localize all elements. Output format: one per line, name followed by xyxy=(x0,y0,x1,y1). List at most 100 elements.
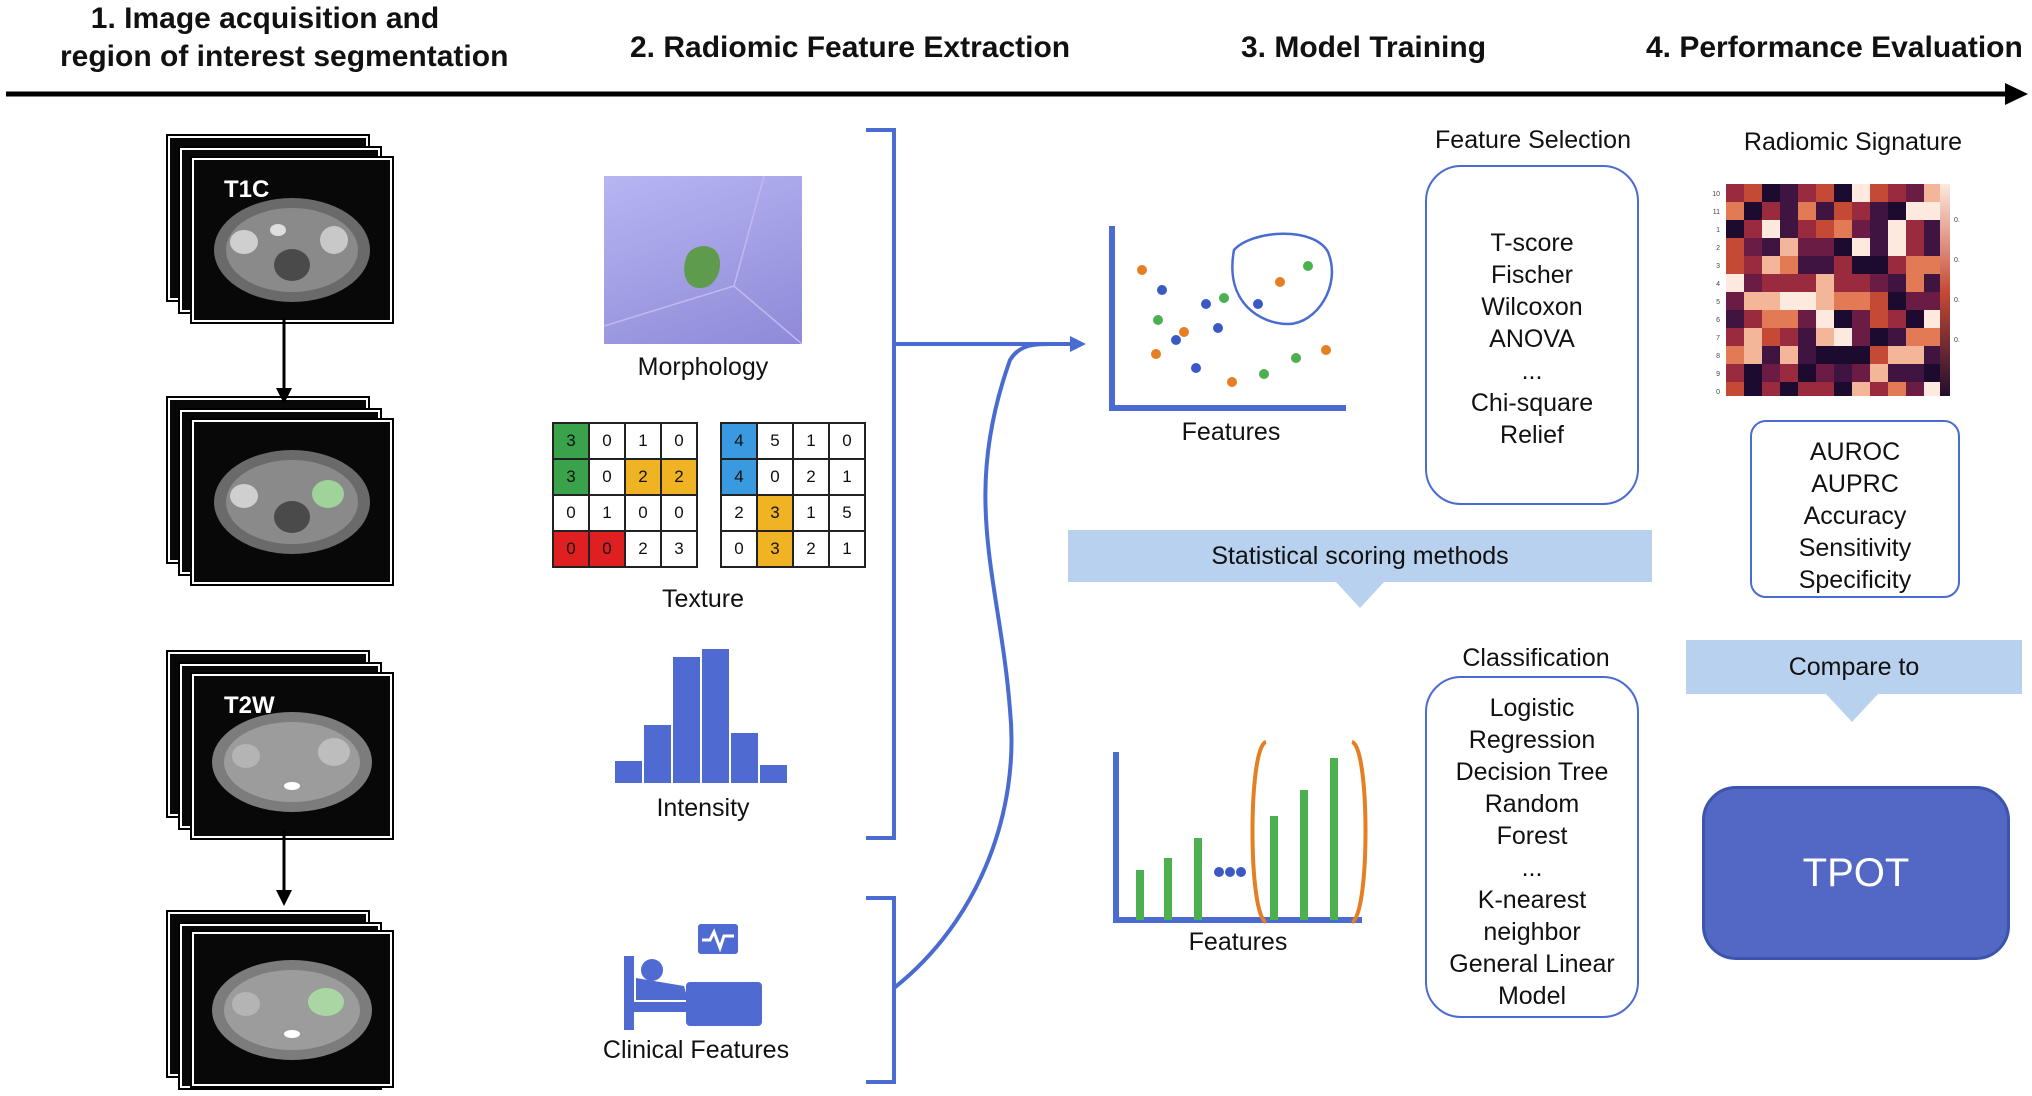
heatmap-cell xyxy=(1798,328,1816,346)
heatmap-y-tick: 8 xyxy=(1716,353,1720,360)
heatmap-cell xyxy=(1780,310,1798,328)
tpot-box: TPOT xyxy=(1702,786,2010,960)
heatmap-cell xyxy=(1726,220,1744,238)
heatmap-cell xyxy=(1924,256,1942,274)
heatmap-cell xyxy=(1852,310,1870,328)
heatmap-cell xyxy=(1780,364,1798,382)
metric-item: AUROC xyxy=(1809,438,1901,466)
selection-method: T-score xyxy=(1490,229,1574,257)
heatmap-cell xyxy=(1798,292,1816,310)
heatmap-cell xyxy=(1744,184,1762,202)
texture-cell: 1 xyxy=(624,422,662,460)
classification-method: Random xyxy=(1484,790,1580,818)
texture-cell: 3 xyxy=(756,530,794,568)
heatmap-cell xyxy=(1762,364,1780,382)
heatmap-cell xyxy=(1816,220,1834,238)
heatmap-cell xyxy=(1780,328,1798,346)
heatmap-cell xyxy=(1888,310,1906,328)
heatmap-cell xyxy=(1888,364,1906,382)
heatmap-cell xyxy=(1762,256,1780,274)
heatmap-cell xyxy=(1780,256,1798,274)
heatmap-cell xyxy=(1726,202,1744,220)
heatmap-cell xyxy=(1924,238,1942,256)
heatmap-cell xyxy=(1888,346,1906,364)
t1c-mri-image xyxy=(214,198,370,302)
heatmap-cell xyxy=(1762,202,1780,220)
classification-method: neighbor xyxy=(1483,918,1581,946)
heatmap-cell xyxy=(1744,238,1762,256)
heatmap-cell xyxy=(1816,364,1834,382)
metric-item: Specificity xyxy=(1798,566,1912,594)
heatmap-cell xyxy=(1852,328,1870,346)
heatmap-cell xyxy=(1906,292,1924,310)
texture-cell: 2 xyxy=(792,458,830,496)
heatmap-cell xyxy=(1762,310,1780,328)
texture-cell: 0 xyxy=(660,422,698,460)
heatmap-cell xyxy=(1726,274,1744,292)
heatmap-cell xyxy=(1780,292,1798,310)
heatmap-cell xyxy=(1780,382,1798,396)
texture-cell: 0 xyxy=(624,494,662,532)
heatmap-cell xyxy=(1888,328,1906,346)
heatmap-cell xyxy=(1834,274,1852,292)
heatmap-cell xyxy=(1744,346,1762,364)
heatmap-y-tick: 5 xyxy=(1716,299,1720,306)
right-arrow-icon xyxy=(1070,336,1086,352)
bar-chart-icon xyxy=(1113,740,1368,924)
roi-segmentation xyxy=(312,480,344,508)
heatmap-cell xyxy=(1762,292,1780,310)
selection-method: Fischer xyxy=(1491,261,1573,289)
heatmap-cell xyxy=(1726,310,1744,328)
heatmap-cell xyxy=(1870,220,1888,238)
heatmap-y-tick: 1 xyxy=(1716,227,1720,234)
heatmap-cell xyxy=(1816,274,1834,292)
t1c-label: T1C xyxy=(224,176,270,203)
heatmap-cell xyxy=(1816,238,1834,256)
heatmap-cell xyxy=(1906,184,1924,202)
heatmap-cell xyxy=(1744,274,1762,292)
heatmap-cell xyxy=(1924,220,1942,238)
intensity-histogram-icon xyxy=(614,648,789,784)
heatmap-cell xyxy=(1816,328,1834,346)
clinical-bed-icon xyxy=(624,924,762,1030)
heatmap-cell xyxy=(1888,238,1906,256)
heatmap-cell xyxy=(1744,220,1762,238)
heatmap-cell xyxy=(1852,274,1870,292)
selection-method: ... xyxy=(1521,357,1543,385)
heatmap-cell xyxy=(1924,328,1942,346)
heatmap-cell xyxy=(1906,328,1924,346)
scan-arrows xyxy=(276,318,292,906)
heatmap-cell xyxy=(1726,184,1744,202)
heatmap-cell xyxy=(1780,346,1798,364)
texture-cell: 2 xyxy=(624,530,662,568)
heatmap-cell xyxy=(1870,382,1888,396)
t1c-segmented-image xyxy=(214,450,370,554)
heatmap-cell xyxy=(1888,382,1906,396)
compare-to-banner: Compare to xyxy=(1686,640,2022,694)
heatmap-cell xyxy=(1834,220,1852,238)
heatmap-cell xyxy=(1906,346,1924,364)
texture-cell: 4 xyxy=(720,458,758,496)
down-arrow-icon xyxy=(1826,694,1878,722)
heatmap-cell xyxy=(1816,310,1834,328)
heatmap-cell xyxy=(1870,202,1888,220)
heatmap-cell xyxy=(1906,274,1924,292)
heatmap-cell xyxy=(1726,346,1744,364)
heatmap-cell xyxy=(1906,382,1924,396)
heatmap-cell xyxy=(1852,364,1870,382)
heatmap-cell xyxy=(1870,274,1888,292)
texture-cell: 0 xyxy=(828,422,866,460)
texture-cell: 0 xyxy=(588,458,626,496)
heatmap-cell xyxy=(1852,202,1870,220)
heatmap-cell xyxy=(1888,202,1906,220)
heatmap-cell xyxy=(1870,346,1888,364)
heatmap-cell xyxy=(1726,292,1744,310)
heatmap-cell xyxy=(1888,220,1906,238)
heatmap-cell xyxy=(1906,202,1924,220)
texture-cell: 3 xyxy=(756,494,794,532)
heatmap-cell xyxy=(1798,364,1816,382)
heatmap-cell xyxy=(1924,184,1942,202)
heatmap-cell xyxy=(1762,220,1780,238)
